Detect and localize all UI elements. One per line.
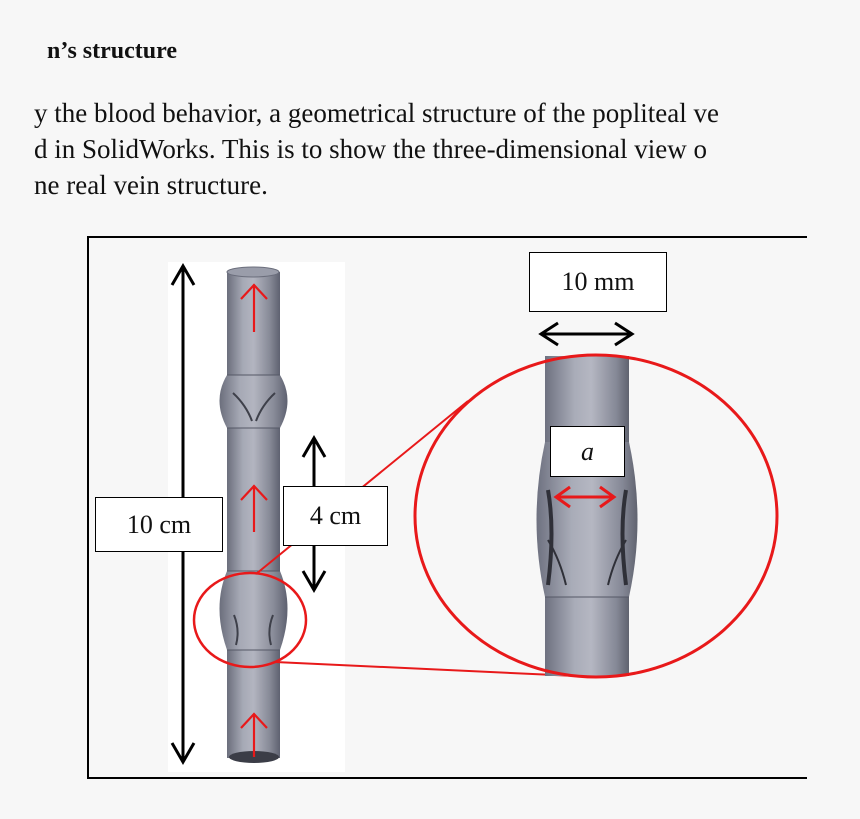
label-total-length: 10 cm <box>95 497 223 552</box>
label-valve-spacing: 4 cm <box>283 486 388 546</box>
up-arrow-icon <box>240 712 268 757</box>
section-heading: n’s structure <box>47 38 177 64</box>
highlight-circle-large <box>413 353 779 679</box>
paragraph-line: d in SolidWorks. This is to show the thr… <box>34 134 708 164</box>
paragraph-line: y the blood behavior, a geometrical stru… <box>34 98 719 128</box>
up-arrow-icon <box>240 484 268 532</box>
paragraph-line: ne real vein structure. <box>34 170 268 200</box>
vein-model-zoom <box>536 356 638 676</box>
zoom-connector-line <box>274 661 599 678</box>
label-diameter: 10 mm <box>529 252 667 312</box>
double-arrow-icon <box>553 485 617 509</box>
up-arrow-icon <box>240 283 268 332</box>
highlight-circle-small <box>192 571 308 669</box>
label-valve-opening: a <box>550 426 625 477</box>
double-arrow-icon <box>538 321 635 347</box>
